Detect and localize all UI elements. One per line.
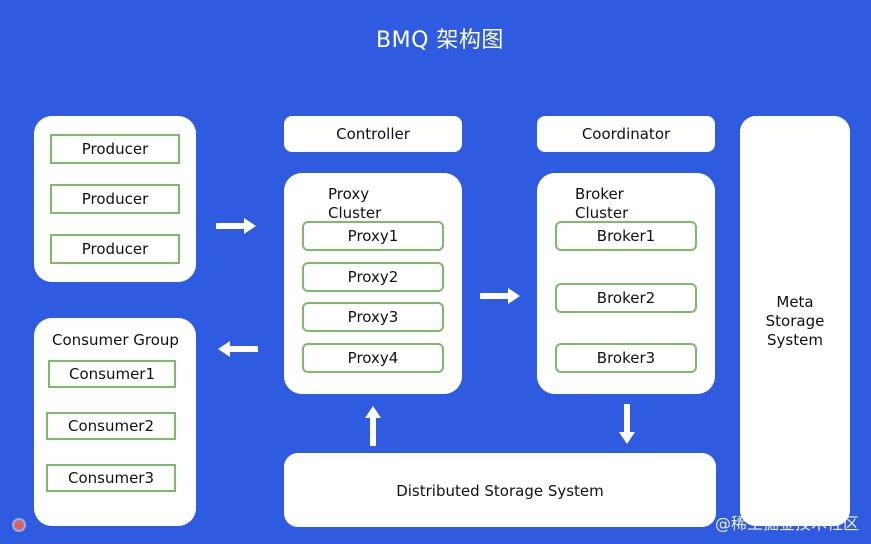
right-arrow-icon xyxy=(480,288,520,304)
consumer-box: Consumer3 xyxy=(46,464,176,492)
distributed-storage-panel: Distributed Storage System xyxy=(284,453,716,527)
watermark: @稀土掘金技术社区 xyxy=(714,514,859,533)
broker-box: Broker3 xyxy=(555,343,697,373)
up-arrow-icon xyxy=(365,406,381,446)
distributed-storage-label: Distributed Storage System xyxy=(396,482,604,500)
producer-box: Producer xyxy=(50,184,180,214)
consumer-group-panel: Consumer Group Consumer1 Consumer2 Consu… xyxy=(34,318,196,526)
consumer-box: Consumer1 xyxy=(48,360,176,388)
proxy-box: Proxy1 xyxy=(302,221,444,251)
proxy-box: Proxy2 xyxy=(302,262,444,292)
proxy-box: Proxy3 xyxy=(302,302,444,332)
broker-cluster-panel: Broker Cluster Broker1 Broker2 Broker3 xyxy=(537,173,715,394)
consumer-box: Consumer2 xyxy=(46,412,176,440)
left-arrow-icon xyxy=(218,341,258,357)
meta-storage-panel: Meta Storage System xyxy=(740,116,850,526)
proxy-box: Proxy4 xyxy=(302,343,444,373)
right-arrow-icon xyxy=(216,218,256,234)
producer-box: Producer xyxy=(50,234,180,264)
broker-cluster-label: Broker Cluster xyxy=(575,185,629,222)
meta-storage-label: Meta Storage System xyxy=(765,293,825,349)
down-arrow-icon xyxy=(619,404,635,444)
proxy-cluster-label: Proxy Cluster xyxy=(328,185,382,222)
broker-box: Broker2 xyxy=(555,283,697,313)
producer-box: Producer xyxy=(50,134,180,164)
record-indicator-icon xyxy=(14,520,24,530)
coordinator-box: Coordinator xyxy=(537,116,715,152)
diagram-title: BMQ 架构图 xyxy=(376,28,504,53)
broker-box: Broker1 xyxy=(555,221,697,251)
producers-panel: Producer Producer Producer xyxy=(34,116,196,282)
controller-box: Controller xyxy=(284,116,462,152)
proxy-cluster-panel: Proxy Cluster Proxy1 Proxy2 Proxy3 Proxy… xyxy=(284,173,462,394)
consumer-group-label: Consumer Group xyxy=(52,331,179,349)
